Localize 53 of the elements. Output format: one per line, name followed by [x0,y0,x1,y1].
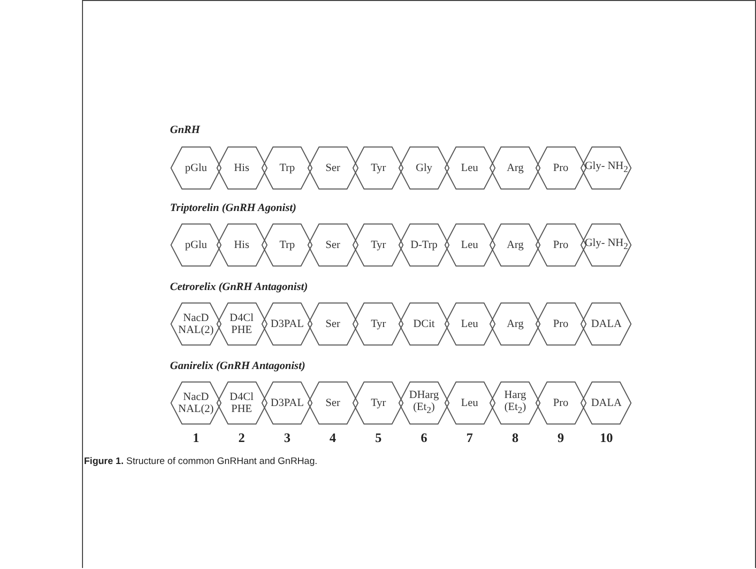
residue-hexagon: Tyr [352,381,404,425]
residue-hexagon: Arg [489,302,542,346]
residue-hexagon: Ser [306,381,359,425]
position-number: 8 [510,430,520,446]
residue-hexagon: Leu [444,146,496,190]
residue-hexagon: Leu [444,381,496,425]
position-number: 7 [465,430,474,446]
position-number: 6 [420,430,428,446]
residue-hexagon: Pro [534,381,587,425]
residue-hexagon: Gly- NH$_{2}$ [580,223,632,267]
residue-hexagon: Tyr [352,223,404,267]
residue-hexagon: pGlu [170,146,222,190]
residue-hexagon: Leu [444,302,496,346]
position-number: 2 [237,430,246,446]
position-number: 9 [556,430,566,446]
residue-hexagon: Gly [398,146,450,190]
row-heading: Ganirelix (GnRH Antagonist) [170,360,306,372]
residue-hexagon: Trp [261,146,314,190]
residue-hexagon: His [216,146,268,190]
residue-hexagon: His [216,223,268,267]
residue-hexagon: DALA [580,302,632,346]
residue-hexagon: Ser [306,223,359,267]
position-number: 1 [192,430,200,446]
residue-hexagon: DALA [580,381,632,425]
residue-hexagon: DHarg (Et$_{2}$) [398,381,450,425]
residue-hexagon: Arg [489,146,542,190]
residue-hexagon: pGlu [170,223,222,267]
residue-hexagon: Tyr [352,302,404,346]
residue-hexagon: D3PAL [261,381,314,425]
position-number: 4 [328,430,338,446]
residue-hexagon: Tyr [352,146,404,190]
residue-hexagon: D4Cl PHE [216,302,268,346]
residue-hexagon: D-Trp [398,223,450,267]
residue-hexagon: DCit [398,302,450,346]
figure-caption: Figure 1. Structure of common GnRHant and GnRHag. [84,456,318,467]
residue-hexagon: Gly- NH$_{2}$ [580,146,632,190]
residue-hexagon: Pro [534,302,587,346]
row-heading: GnRH [170,124,200,136]
residue-hexagon: Ser [306,146,359,190]
residue-hexagon: Trp [261,223,314,267]
position-number: 5 [374,430,383,446]
row-heading: Triptorelin (GnRH Agonist) [170,202,296,214]
residue-hexagon: Leu [444,223,496,267]
residue-hexagon: Arg [489,223,542,267]
position-number: 10 [598,430,614,446]
row-heading: Cetrorelix (GnRH Antagonist) [170,281,308,293]
position-number: 3 [282,430,292,446]
residue-hexagon: NacD NAL(2) [170,302,222,346]
residue-hexagon: Harg (Et$_{2}$) [489,381,542,425]
residue-hexagon: Ser [306,302,359,346]
residue-hexagon: D4Cl PHE [216,381,268,425]
residue-hexagon: NacD NAL(2) [170,381,222,425]
residue-hexagon: D3PAL [261,302,314,346]
